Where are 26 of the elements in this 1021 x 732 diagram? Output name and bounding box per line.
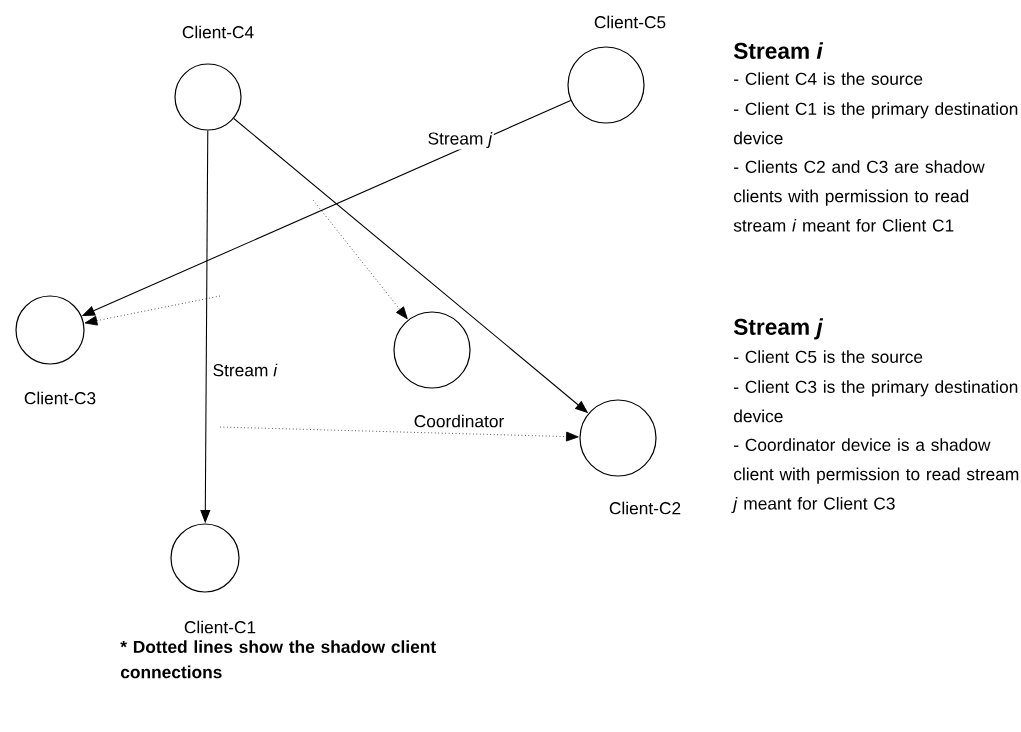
bullet-item: - Client C1 is the primary destination device [734, 102, 1018, 145]
bullet-item: - Client C3 is the primary destination device [734, 380, 1018, 423]
section-heading: Stream i [733, 42, 824, 59]
dotted-arrow [84, 295, 221, 326]
client-circle [579, 399, 657, 477]
section-heading: Stream j [733, 318, 824, 340]
node-label: Client-C2 [609, 501, 681, 515]
bullet-item: - Clients C2 and C3 are shadow clients with permission to read stream i meant for Client C1 [733, 160, 985, 232]
bullet-item: - Coordinator device is a shadow client with permission to read stream j meant for Client C3 [731, 438, 1019, 514]
node-label: Client-C4 [182, 25, 254, 39]
client-circle [174, 63, 242, 131]
dotted-arrow [312, 199, 408, 320]
node-label: Client-C5 [594, 15, 666, 29]
bullet-item: - Client C4 is the source [734, 72, 923, 85]
node-label: Client-C1 [184, 620, 256, 634]
node-label: Client-C3 [24, 391, 96, 405]
edge-label: Stream i [211, 362, 279, 378]
bullet-item: - Client C5 is the source [734, 350, 923, 363]
footnote: * Dotted lines show the shadow client connections [120, 640, 436, 679]
client-circle [170, 523, 240, 593]
client-circle [567, 46, 645, 124]
node-label: Coordinator [414, 414, 504, 428]
client-circle [393, 311, 471, 389]
client-circle [15, 295, 85, 365]
dotted-arrow [219, 426, 579, 442]
edge-label: Stream j [426, 130, 494, 150]
